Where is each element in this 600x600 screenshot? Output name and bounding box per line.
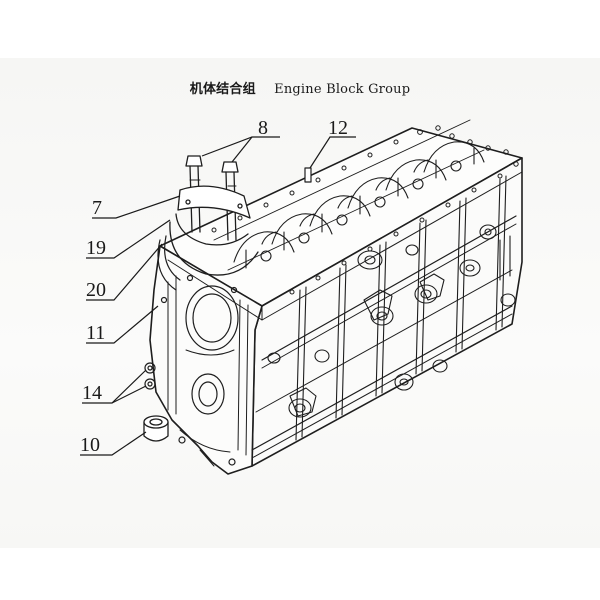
main-bearing-cap [169,185,259,276]
leader-8a [201,136,280,157]
callout-14: 14 [82,382,102,404]
callout-20: 20 [86,279,106,301]
thrust-washer [157,235,181,291]
sealing-rings [144,362,156,390]
leader-7 [92,195,181,219]
callout-7: 7 [92,197,102,219]
callout-12: 12 [328,117,348,139]
callout-19: 19 [86,237,106,259]
block-outline [149,127,523,475]
callout-11: 11 [86,322,105,344]
leader-11 [86,305,159,344]
leader-19 [86,219,171,259]
leader-14b [111,385,147,404]
leader-lines [80,136,356,456]
callout-labels: 8 12 7 19 20 11 14 10 [80,117,348,456]
leader-10 [80,431,147,456]
callout-8: 8 [258,117,268,139]
diagram-title: 机体结合组 Engine Block Group [0,78,600,97]
callout-10: 10 [80,434,100,456]
deck-bolt-holes [211,125,519,295]
main-bearing-bulkheads [213,119,485,271]
leader-12 [309,136,356,169]
title-chinese: 机体结合组 [189,82,256,97]
title-english: Engine Block Group [274,82,411,97]
side-bosses [267,224,516,418]
dowel-stud [304,167,312,183]
leader-20 [86,243,163,301]
cup-plug [143,415,169,442]
front-face-details [160,274,249,467]
leader-8b [231,136,253,163]
